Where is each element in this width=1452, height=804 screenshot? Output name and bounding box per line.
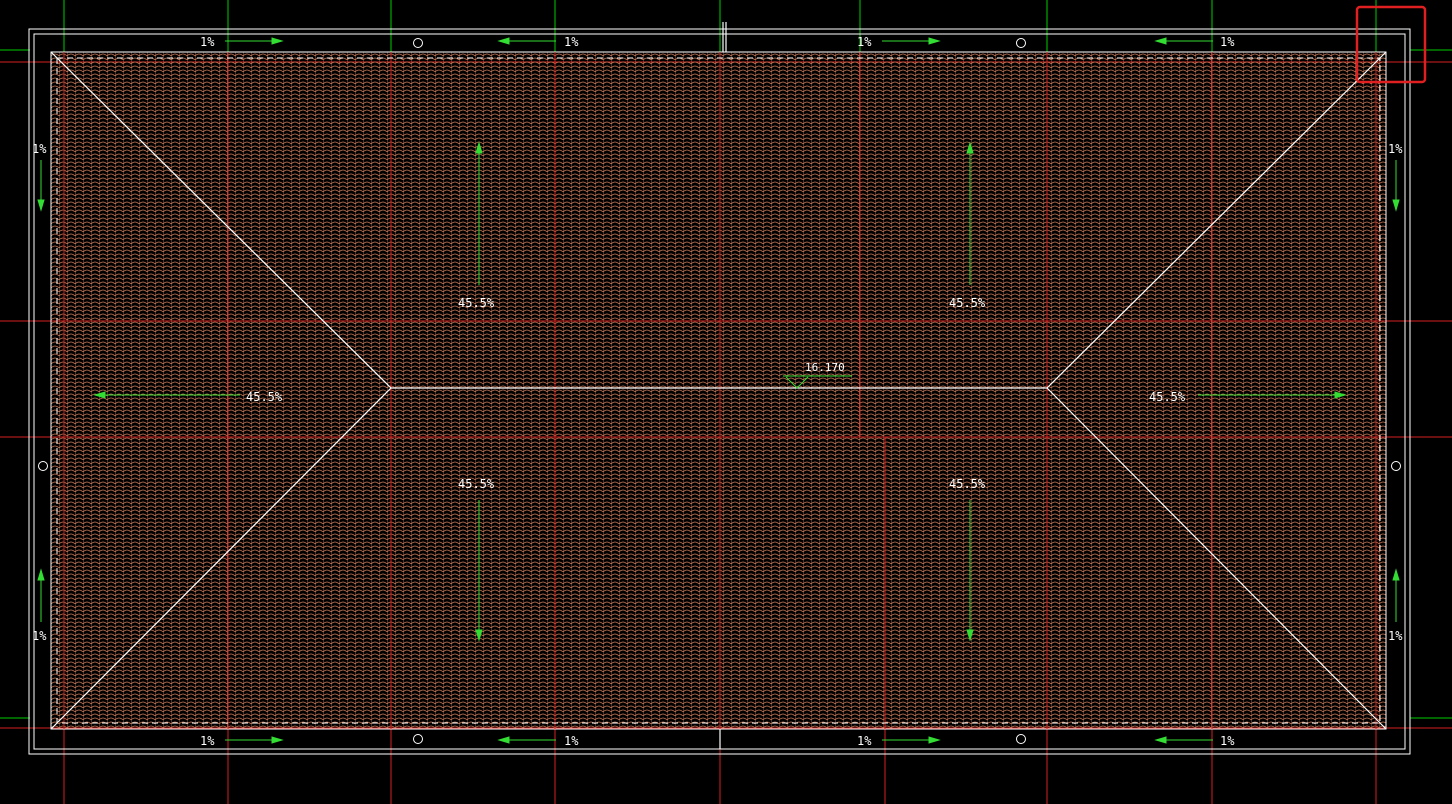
slope-label-bottom-1: 1%	[200, 734, 215, 748]
elevation-marker	[783, 375, 852, 389]
hip-ridge-lines	[50, 22, 1387, 749]
roof-slope-label-5: 45.5%	[246, 390, 283, 404]
selection-highlight-box	[1355, 5, 1427, 84]
arrow-icon	[966, 141, 974, 285]
roof-slope-label-6: 45.5%	[1149, 390, 1186, 404]
roof-drains	[38, 38, 1401, 744]
circle-icon	[413, 38, 423, 48]
arrow-icon	[225, 37, 284, 45]
slope-label-bottom-4: 1%	[1220, 734, 1235, 748]
arrow-icon	[37, 160, 45, 212]
slope-label-bottom-2: 1%	[564, 734, 579, 748]
arrow-icon	[497, 37, 556, 45]
arrow-icon	[1392, 160, 1400, 212]
roof-slope-label-4: 45.5%	[949, 477, 986, 491]
circle-icon	[38, 461, 48, 471]
arrow-icon	[475, 141, 483, 285]
circle-icon	[1391, 461, 1401, 471]
arrow-icon	[37, 568, 45, 622]
slope-label-left-2: 1%	[32, 629, 47, 643]
roof-tile-area[interactable]	[50, 51, 1387, 730]
slope-label-left-1: 1%	[32, 142, 47, 156]
slope-arrows	[37, 37, 1400, 744]
arrow-icon	[497, 736, 556, 744]
arrow-icon	[1154, 37, 1213, 45]
roof-slope-label-1: 45.5%	[458, 296, 495, 310]
arrow-icon	[93, 391, 240, 399]
arrow-icon	[225, 736, 284, 744]
roof-slope-label-3: 45.5%	[458, 477, 495, 491]
slope-label-top-1: 1%	[200, 35, 215, 49]
arrow-icon	[475, 500, 483, 642]
slope-labels: 1% 1% 1% 1% 1% 1% 1% 1% 1% 1% 1% 1% 45.5…	[32, 35, 1403, 748]
arrow-icon	[882, 736, 941, 744]
circle-icon	[1016, 38, 1026, 48]
arrow-icon	[1198, 391, 1347, 399]
arrow-icon	[1392, 568, 1400, 622]
slope-label-top-4: 1%	[1220, 35, 1235, 49]
roof-slope-label-2: 45.5%	[949, 296, 986, 310]
gutter-line	[56, 57, 1381, 724]
arrow-icon	[1154, 736, 1213, 744]
arrow-icon	[966, 500, 974, 642]
slope-label-right-1: 1%	[1388, 142, 1403, 156]
slope-label-right-2: 1%	[1388, 629, 1403, 643]
arrow-icon	[882, 37, 941, 45]
slope-label-top-2: 1%	[564, 35, 579, 49]
slope-label-bottom-3: 1%	[857, 734, 872, 748]
circle-icon	[413, 734, 423, 744]
structural-grid-red	[63, 52, 1377, 729]
elevation-label: 16.170	[805, 361, 845, 374]
slope-label-top-3: 1%	[857, 35, 872, 49]
circle-icon	[1016, 734, 1026, 744]
triangle-icon	[785, 376, 809, 389]
